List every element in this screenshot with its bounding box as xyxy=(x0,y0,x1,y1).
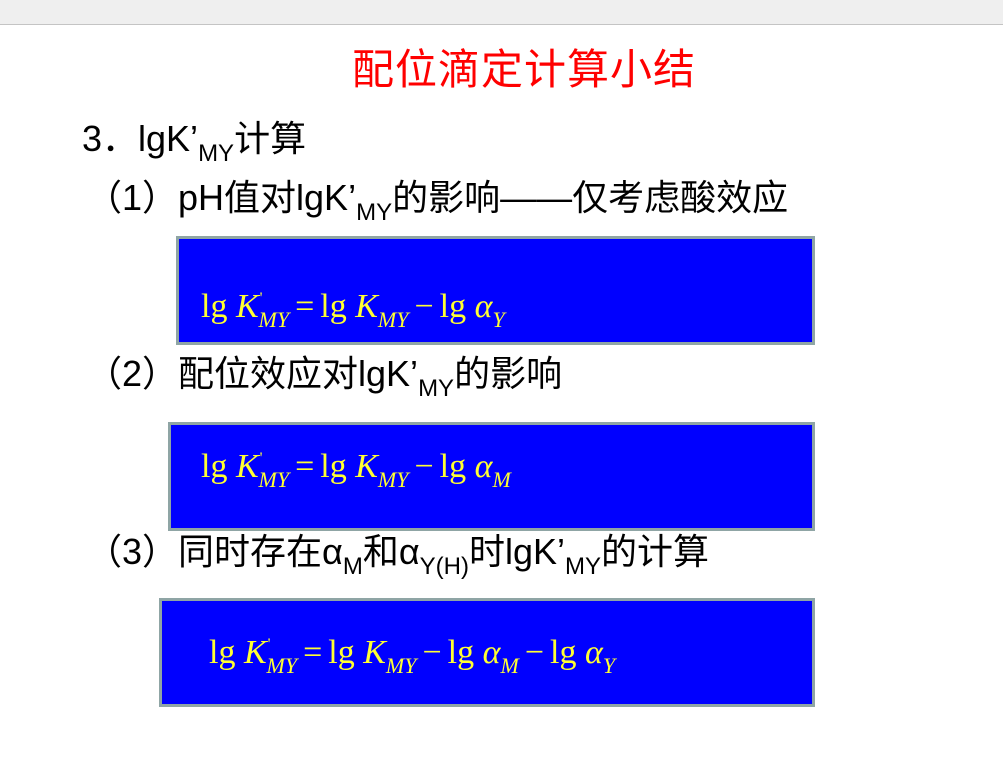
subscript: M xyxy=(500,653,519,678)
alpha-symbol: α xyxy=(584,634,603,671)
formula-3: lg K'MY=lg KMY−lg αM−lg αY xyxy=(209,633,615,677)
top-toolbar-strip xyxy=(0,0,1003,25)
heading-suffix: 计算 xyxy=(234,118,307,159)
slide-title: 配位滴定计算小结 xyxy=(352,45,697,94)
item-3-mid: 和α xyxy=(362,531,420,572)
formula-box-1: lg K'MY=lg KMY−lg αY xyxy=(176,236,815,345)
minus: − xyxy=(524,634,544,671)
minus: − xyxy=(414,288,434,325)
equals: = xyxy=(295,448,315,485)
item-2-suffix: 的影响 xyxy=(454,353,563,394)
equals: = xyxy=(295,288,315,325)
lg: lg xyxy=(320,288,347,325)
subscript: MY xyxy=(377,307,409,332)
lg: lg xyxy=(201,448,228,485)
item-1-suffix: 的影响——仅考虑酸效应 xyxy=(392,177,789,218)
subscript: MY xyxy=(258,307,290,332)
k-symbol: K xyxy=(235,448,259,485)
item-2-prefix: （2）配位效应对lgK’ xyxy=(86,353,419,394)
formula-box-2: lg K'MY=lg KMY−lg αM xyxy=(168,422,815,531)
formula-1: lg K'MY=lg KMY−lg αY xyxy=(201,287,505,331)
subscript: M xyxy=(492,467,511,492)
subscript: Y xyxy=(602,653,616,678)
k-symbol: K xyxy=(243,634,267,671)
alpha-symbol: α xyxy=(482,634,501,671)
item-3-subscript-yh: Y(H) xyxy=(419,553,469,580)
item-3-subscript-m: M xyxy=(342,553,363,580)
lg: lg xyxy=(328,634,355,671)
lg: lg xyxy=(439,288,467,325)
item-1-prefix: （1）pH值对lgK’ xyxy=(86,177,357,218)
prime: ' xyxy=(259,450,263,467)
alpha-symbol: α xyxy=(474,448,493,485)
minus: − xyxy=(422,634,442,671)
k-symbol: K xyxy=(355,448,378,485)
heading-prefix: 3．lgK’ xyxy=(82,118,199,159)
lg: lg xyxy=(439,448,467,485)
lg: lg xyxy=(320,448,347,485)
subscript: Y xyxy=(492,307,505,332)
k-symbol: K xyxy=(235,288,259,325)
alpha-symbol: α xyxy=(474,288,493,325)
k-symbol: K xyxy=(355,288,378,325)
formula-box-3: lg K'MY=lg KMY−lg αM−lg αY xyxy=(159,598,815,707)
formula-2: lg K'MY=lg KMY−lg αM xyxy=(201,447,511,491)
minus: − xyxy=(414,448,434,485)
lg: lg xyxy=(447,634,475,671)
prime: ' xyxy=(267,636,271,653)
item-3-prefix: （3）同时存在α xyxy=(86,531,343,572)
item-3-suffix: 的计算 xyxy=(601,531,710,572)
lg: lg xyxy=(550,634,577,671)
prime: ' xyxy=(259,290,263,307)
subscript: MY xyxy=(377,467,409,492)
heading-subscript: MY xyxy=(198,140,235,167)
item-1-text: （1）pH值对lgK’MY的影响——仅考虑酸效应 xyxy=(86,176,789,225)
item-1-subscript: MY xyxy=(356,199,393,226)
subscript: MY xyxy=(258,467,290,492)
subscript: MY xyxy=(266,653,298,678)
item-2-subscript: MY xyxy=(418,375,455,402)
item-3-subscript-my: MY xyxy=(565,553,602,580)
k-symbol: K xyxy=(363,634,386,671)
item-3-mid2: 时lgK’ xyxy=(469,531,566,572)
item-3-text: （3）同时存在αM和αY(H)时lgK’MY的计算 xyxy=(86,530,710,579)
equals: = xyxy=(303,634,323,671)
item-2-text: （2）配位效应对lgK’MY的影响 xyxy=(86,352,563,401)
lg: lg xyxy=(201,288,228,325)
section-heading: 3．lgK’MY计算 xyxy=(82,117,307,166)
lg: lg xyxy=(209,634,236,671)
subscript: MY xyxy=(385,653,417,678)
